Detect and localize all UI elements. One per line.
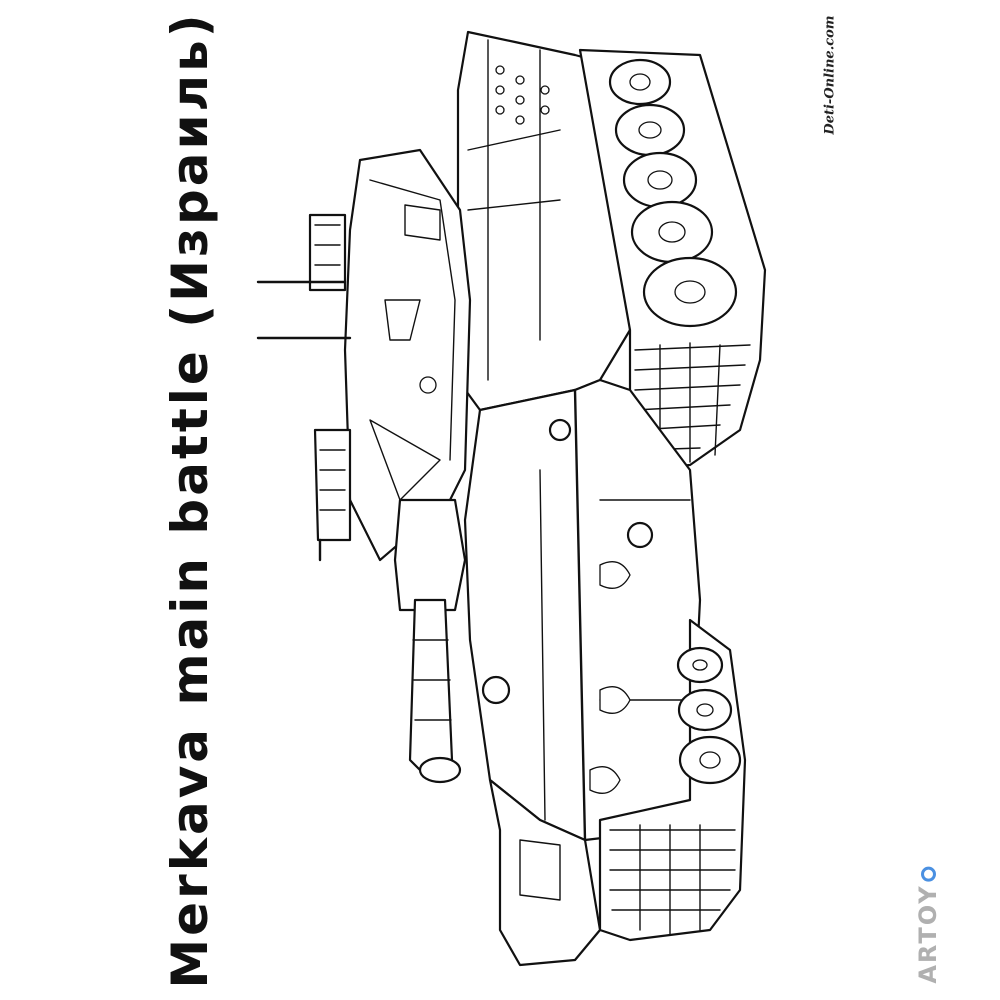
turret-port <box>419 376 437 394</box>
lower-track-links <box>609 824 736 936</box>
hull-hatches <box>481 418 654 794</box>
basket-lines <box>319 449 346 511</box>
hull-side-ridge <box>573 388 587 842</box>
hull-rear <box>488 778 602 967</box>
turret-panel <box>384 299 421 341</box>
barrel-rings <box>412 639 452 721</box>
turret-wedge <box>369 419 441 501</box>
gun-barrel <box>408 598 454 777</box>
turret-basket <box>313 428 352 542</box>
commander-sight <box>308 213 347 292</box>
sight-lines <box>314 224 341 266</box>
turret <box>343 148 472 562</box>
hull-rivets <box>495 65 550 125</box>
rear-hatch <box>519 839 561 901</box>
lower-road-wheels <box>676 646 742 785</box>
hull-ridge-line <box>539 469 546 821</box>
upper-track-links <box>634 342 751 463</box>
gun-muzzle <box>418 756 462 784</box>
turret-ridge <box>369 179 456 461</box>
hull-seam-lines <box>467 129 561 211</box>
upper-road-wheels <box>608 58 738 328</box>
turret-hatch <box>404 204 441 241</box>
gun-mantlet <box>393 498 467 612</box>
